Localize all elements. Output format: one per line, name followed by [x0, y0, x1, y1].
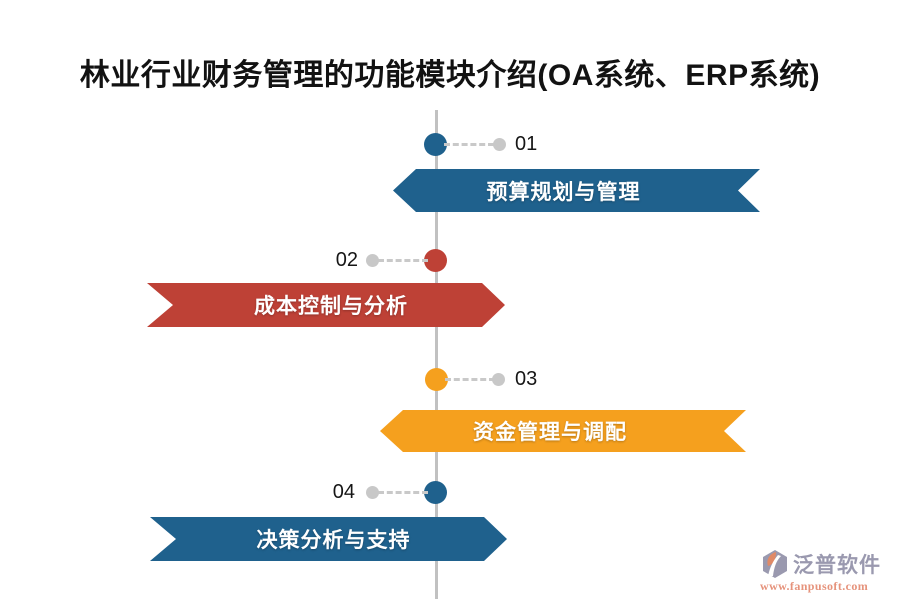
timeline-marker-04	[424, 481, 447, 504]
timeline-marker-01	[424, 133, 447, 156]
dashed-connector-04	[378, 491, 428, 494]
brand-url: www.fanpusoft.com	[760, 579, 869, 593]
module-banner-label: 资金管理与调配	[473, 421, 627, 444]
module-banner-cost-control: 成本控制与分析	[147, 283, 505, 327]
timeline-marker-02	[424, 249, 447, 272]
module-banner-label: 预算规划与管理	[486, 180, 641, 204]
connector-end-dot-02	[366, 254, 379, 267]
module-banner-decision-analysis: 决策分析与支持	[150, 517, 507, 561]
step-number-03: 03	[515, 368, 538, 390]
timeline-marker-03	[425, 368, 448, 391]
connector-end-dot-04	[366, 486, 379, 499]
step-number-01: 01	[515, 133, 538, 155]
fanpu-logo-icon	[760, 549, 790, 579]
step-number-04: 04	[332, 481, 355, 503]
module-banner-budget-planning: 预算规划与管理	[393, 169, 760, 212]
module-banner-label: 成本控制与分析	[254, 295, 408, 318]
connector-end-dot-01	[493, 138, 506, 151]
step-number-02: 02	[335, 249, 358, 271]
dashed-connector-02	[378, 259, 428, 262]
brand-watermark: 泛普软件 www.fanpusoft.com	[760, 549, 890, 594]
page-title: 林业行业财务管理的功能模块介绍(OA系统、ERP系统)	[79, 59, 821, 92]
connector-end-dot-03	[492, 373, 505, 386]
dashed-connector-01	[444, 143, 494, 146]
module-banner-label: 决策分析与支持	[256, 529, 411, 552]
dashed-connector-03	[445, 378, 495, 381]
brand-name: 泛普软件	[793, 554, 881, 577]
timeline-axis	[435, 110, 438, 599]
module-banner-fund-management: 资金管理与调配	[380, 410, 746, 452]
